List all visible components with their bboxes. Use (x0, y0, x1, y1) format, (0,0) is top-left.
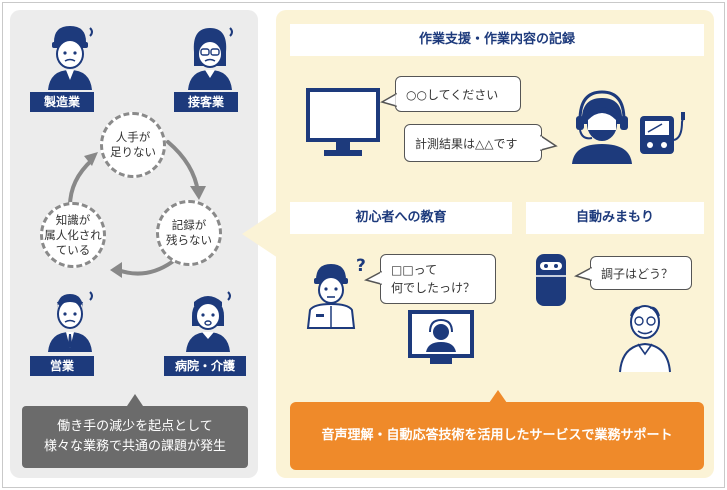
problem-summary: 働き手の減少を起点として 様々な業務で共通の課題が発生 (22, 406, 248, 468)
solution-summary: 音声理解・自動応答技術を活用したサービスで業務サポート (290, 402, 704, 470)
instruction-bubble: ○○してください (395, 76, 521, 112)
hospitality-worker-icon (188, 27, 233, 90)
cycle-node-shortage: 人手が 足りない (100, 112, 166, 178)
sales-worker-icon (48, 291, 93, 352)
operator-headset-icon (572, 90, 632, 164)
panel-connector (242, 210, 278, 258)
section-header-watch: 自動みまもり (526, 202, 704, 234)
nurse-worker-icon (186, 291, 231, 352)
monitor-icon (306, 88, 380, 156)
instruction-bubble-tail (380, 92, 399, 107)
cycle-node-personalized: 知識が 属人化され ている (40, 202, 106, 268)
cycle-arrow-bottom (116, 260, 174, 276)
question-bubble: □□って 何でしたっけ？ (380, 254, 496, 304)
elderly-person-icon (619, 305, 671, 373)
role-tag-hospital-care: 病院・介護 (164, 356, 246, 376)
measurement-bubble-tail (539, 134, 558, 151)
role-tag-sales: 営業 (30, 356, 94, 376)
robot-icon (536, 254, 566, 306)
cycle-arrowhead-left (84, 152, 98, 166)
cycle-arrowhead-top-right (190, 186, 206, 200)
cycle-arrow-top-right (166, 140, 200, 194)
multimeter-icon (640, 112, 685, 154)
checkin-bubble-tail (573, 266, 593, 281)
role-tag-hospitality: 接客業 (174, 92, 238, 112)
summary-pointer (127, 394, 143, 406)
cycle-arrow-left (68, 158, 94, 208)
role-tag-manufacturing: 製造業 (30, 92, 94, 112)
checkin-bubble: 調子はどう？ (590, 256, 692, 290)
measurement-bubble: 計測結果は△△です (404, 124, 542, 162)
cycle-arrowhead-bottom (110, 262, 122, 278)
video-call-screen-icon (408, 310, 474, 364)
factory-worker-icon (48, 26, 93, 90)
cycle-node-no-record: 記録が 残らない (156, 200, 222, 266)
beginner-worker-icon (306, 264, 356, 329)
question-bubble-tail (363, 270, 383, 285)
section-header-education: 初心者への教育 (290, 202, 512, 234)
section-header-work-support: 作業支援・作業内容の記録 (290, 24, 704, 56)
cycle-arrows (68, 140, 206, 278)
solution-summary-pointer (489, 390, 507, 403)
question-mark: ? (356, 256, 366, 276)
